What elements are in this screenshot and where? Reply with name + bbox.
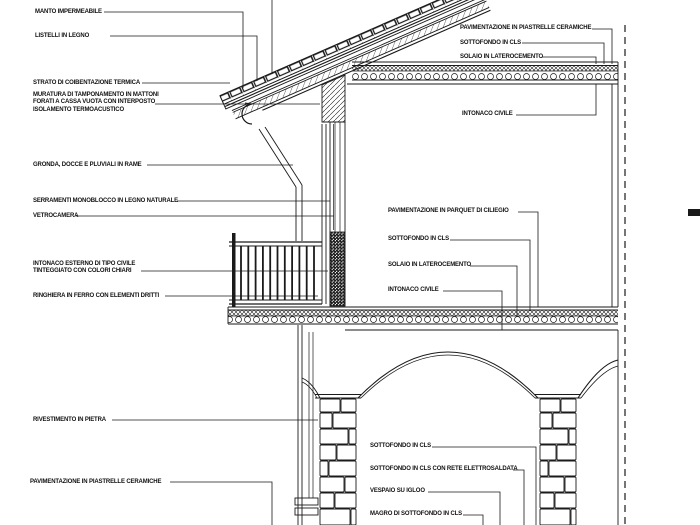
frame-section-hatched — [329, 231, 346, 307]
label-gronda-pluviali: GRONDA, DOCCE E PLUVIALI IN RAME — [33, 162, 142, 168]
roof-tiles-band — [219, 0, 483, 105]
label-manto-impermeabile: MANTO IMPERMEABILE — [35, 9, 102, 15]
label-vetrocamera: VETROCAMERA — [33, 213, 79, 219]
label-intonaco-esterno: INTONACO ESTERNO DI TIPO CIVILE TINTEGGI… — [33, 261, 136, 275]
label-pavimentazione-ceramica-alto: PAVIMENTAZIONE IN PIASTRELLE CERAMICHE — [460, 25, 592, 31]
window-frame — [321, 122, 346, 307]
label-sottofondo-cls-alto: SOTTOFONDO IN CLS — [460, 40, 522, 46]
upper-floor-slab — [347, 61, 618, 85]
stone-pillar-left — [315, 393, 361, 525]
label-pavimentazione-ceramica-basso: PAVIMENTAZIONE IN PIASTRELLE CERAMICHE — [30, 479, 162, 485]
label-sottofondo-cls-medio: SOTTOFONDO IN CLS — [388, 236, 450, 242]
label-listelli-legno: LISTELLI IN LEGNO — [35, 33, 90, 39]
label-sottofondo-rete-elettrosaldata: SOTTOFONDO IN CLS CON RETE ELETTROSALDAT… — [370, 466, 518, 472]
balcony-railing — [229, 233, 322, 307]
roof-assembly — [219, 0, 491, 120]
label-ringhiera-ferro: RINGHIERA IN FERRO CON ELEMENTI DRITTI — [33, 293, 160, 299]
label-vespaio-igloo: VESPAIO SU IGLOO — [370, 488, 425, 494]
label-sottofondo-cls-terra: SOTTOFONDO IN CLS — [370, 443, 432, 449]
label-intonaco-civile-alto: INTONACO CIVILE — [462, 111, 513, 117]
railing-post — [232, 233, 236, 307]
ground-floor-door-frame — [294, 325, 319, 525]
downpipe — [258, 126, 303, 241]
label-solaio-laterocemento-medio: SOLAIO IN LATEROCEMENTO — [388, 262, 471, 268]
roof-insulation-band — [232, 1, 490, 119]
label-strato-coibentazione: STRATO DI COIBENTAZIONE TERMICA — [33, 80, 141, 86]
label-rivestimento-pietra: RIVESTIMENTO IN PIETRA — [33, 417, 106, 423]
label-muratura-tamponamento: MURATURA DI TAMPONAMENTO IN MATTONI FORA… — [33, 92, 159, 113]
stone-pillar-right — [535, 393, 581, 525]
arches — [301, 330, 619, 525]
label-magro-sottofondo: MAGRO DI SOTTOFONDO IN CLS — [370, 511, 462, 517]
label-pavimentazione-parquet: PAVIMENTAZIONE IN PARQUET DI CILIEGIO — [388, 208, 509, 214]
cut-label-stub — [688, 209, 700, 216]
label-intonaco-civile-medio: INTONACO CIVILE — [388, 287, 439, 293]
label-serramenti: SERRAMENTI MONOBLOCCO IN LEGNO NATURALE — [33, 198, 179, 204]
label-solaio-laterocemento-alto: SOLAIO IN LATEROCEMENTO — [460, 54, 543, 60]
balcony-floor-slab — [227, 306, 618, 331]
gutter — [241, 103, 253, 125]
leader-lines — [76, 0, 613, 525]
